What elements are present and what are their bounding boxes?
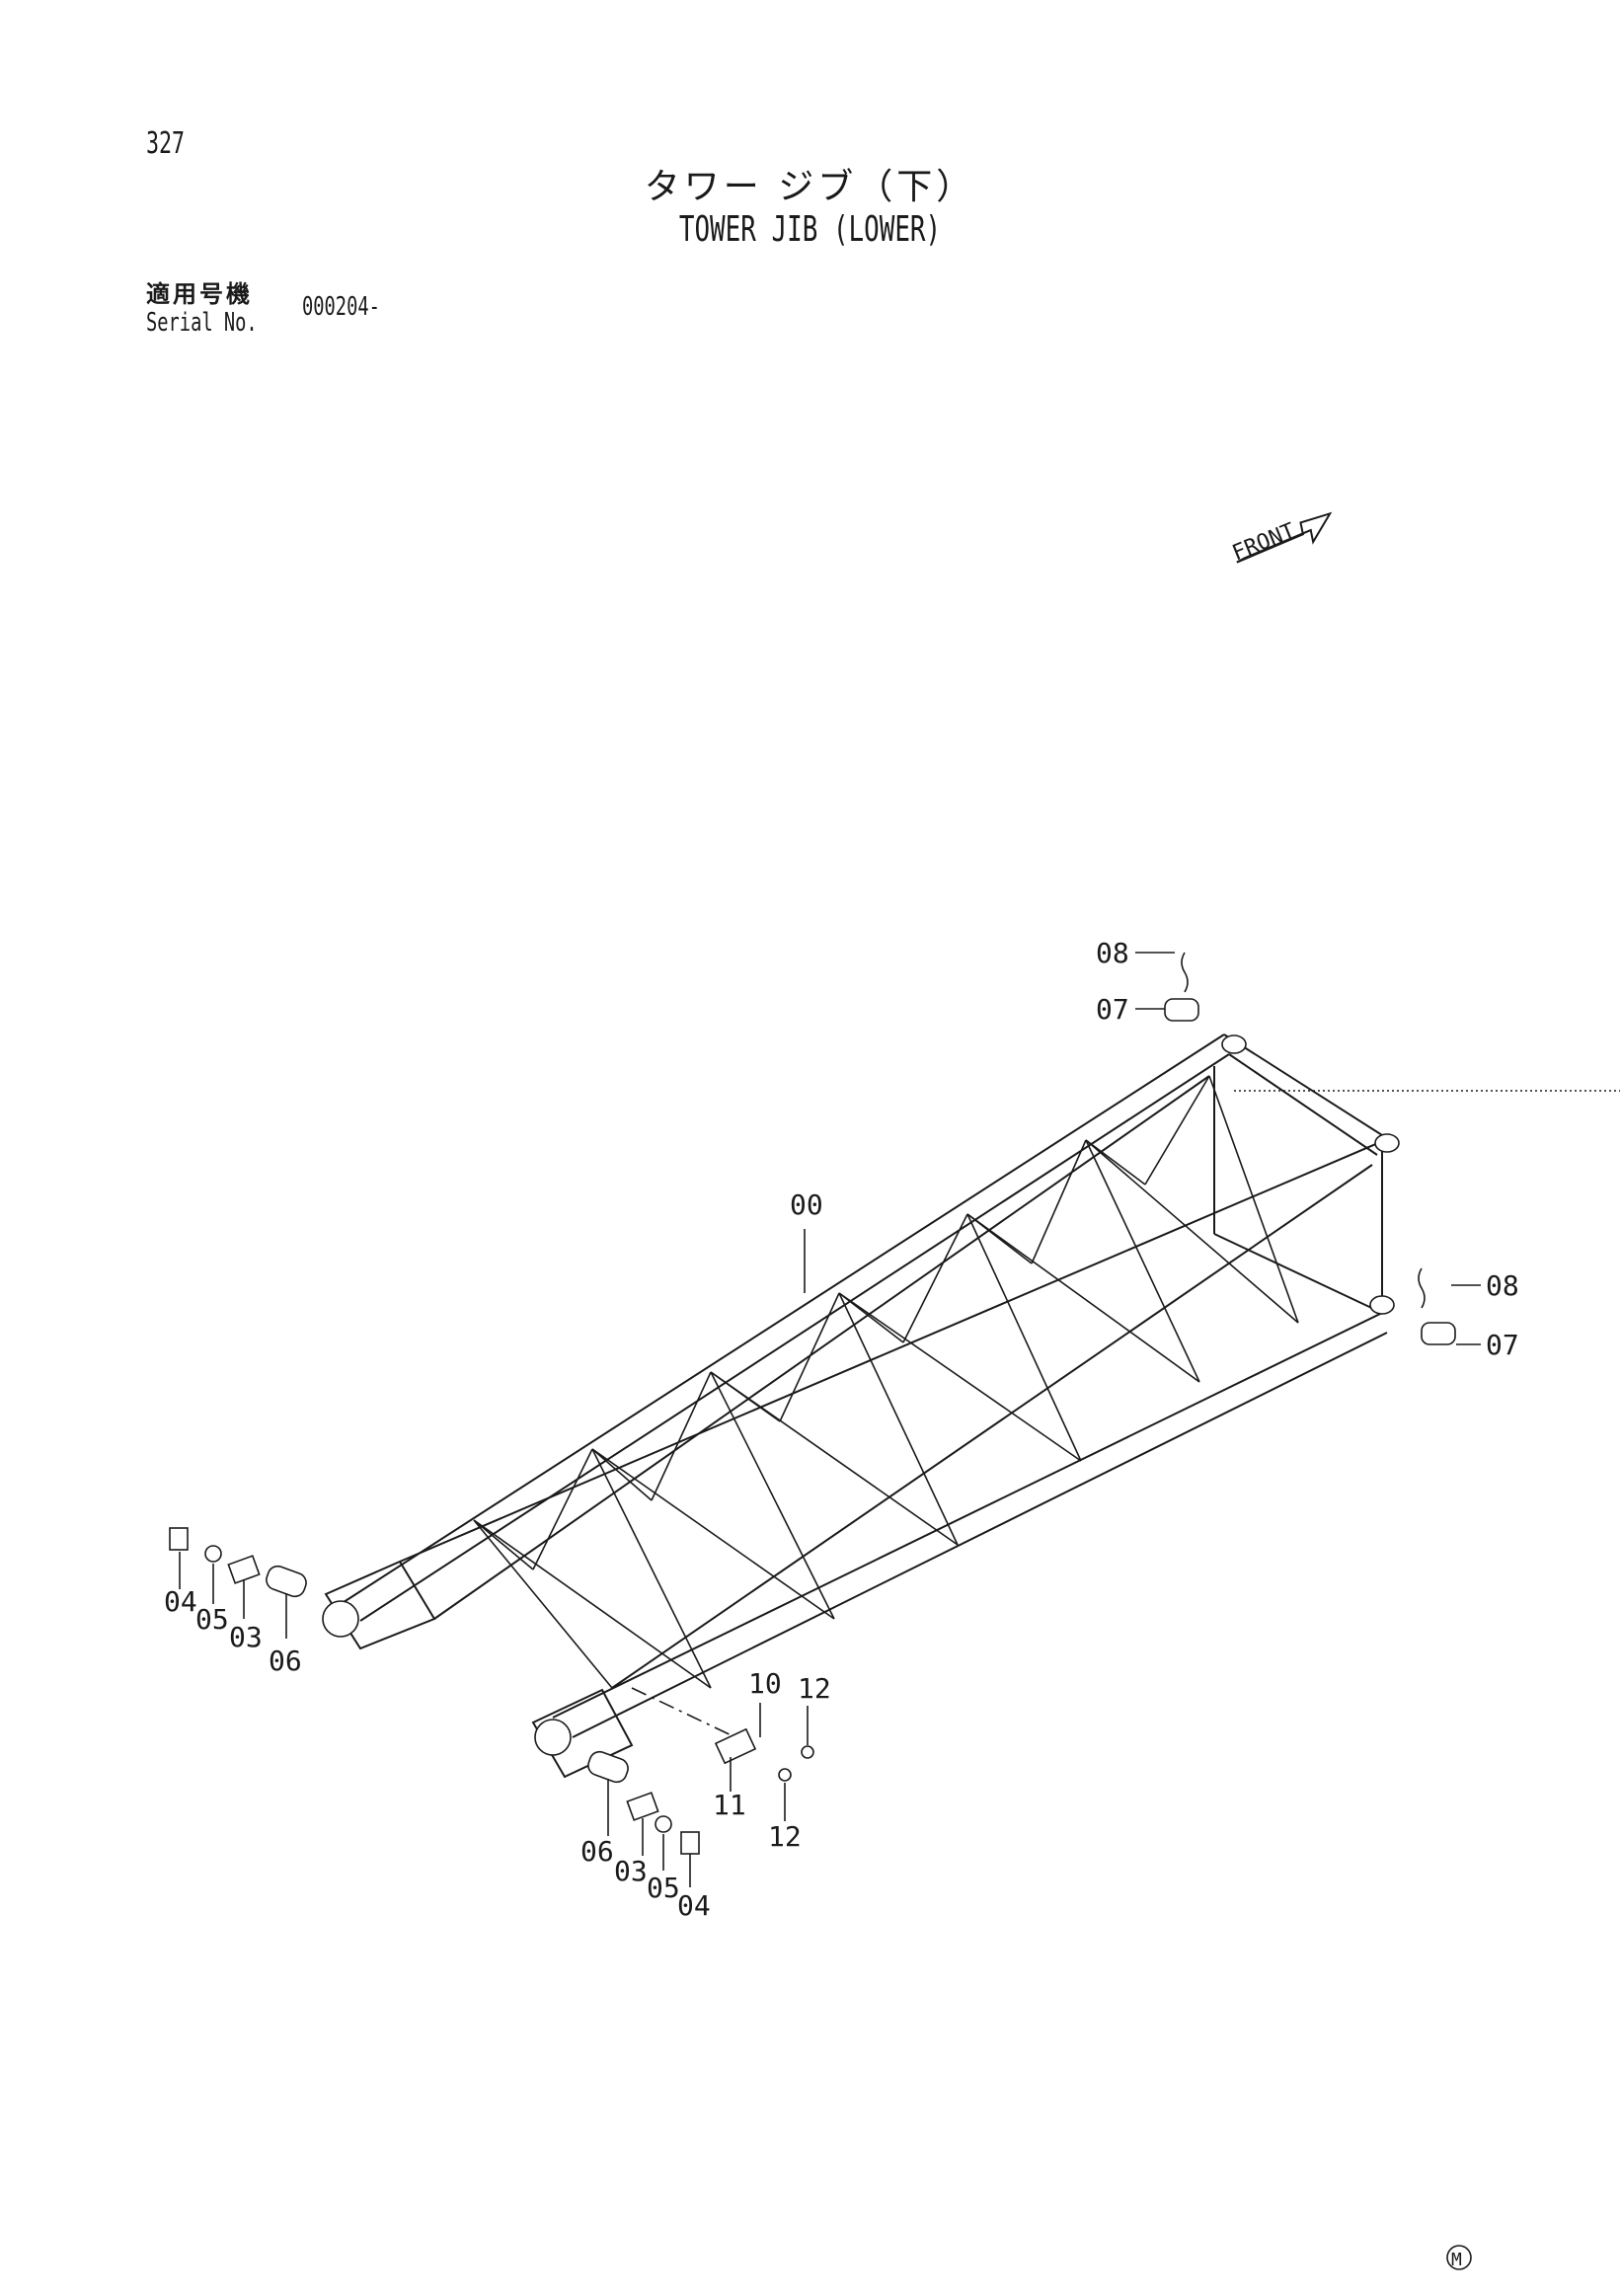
callout-12-lower: 12 xyxy=(768,1820,802,1853)
callout-06-left: 06 xyxy=(269,1645,302,1677)
page-number: 327 xyxy=(146,126,186,161)
callout-08-right: 08 xyxy=(1486,1269,1519,1302)
serial-label-english: Serial No. xyxy=(146,308,258,338)
callout-labels: 08 07 00 08 07 04 05 03 06 10 12 11 12 0… xyxy=(164,937,1519,1922)
callout-07-top: 07 xyxy=(1096,993,1129,1026)
footer-mark-letter: M xyxy=(1451,2250,1462,2270)
callout-00: 00 xyxy=(790,1188,823,1221)
callout-05-bottom: 05 xyxy=(647,1872,680,1904)
pin-set-bottom xyxy=(587,1727,814,1855)
callout-leaders xyxy=(179,952,1481,1887)
footer-mark: M xyxy=(1446,2245,1472,2270)
callout-06-bottom: 06 xyxy=(580,1835,614,1868)
front-label: FRONT xyxy=(1229,519,1299,567)
pin-set-left xyxy=(169,1527,307,1598)
callout-05-left: 05 xyxy=(195,1603,229,1636)
jib-lattice-frame xyxy=(322,1033,1620,1779)
callout-11: 11 xyxy=(713,1789,746,1821)
pin-set-top-right xyxy=(1164,952,1456,1345)
serial-label-japanese: 適用号機 xyxy=(146,280,253,308)
callout-04-bottom: 04 xyxy=(677,1889,711,1922)
callout-10: 10 xyxy=(748,1667,782,1700)
callout-07-right: 07 xyxy=(1486,1329,1519,1361)
callout-12-upper: 12 xyxy=(798,1672,831,1705)
page-title-english: TOWER JIB (LOWER) xyxy=(678,209,942,250)
callout-04-left: 04 xyxy=(164,1585,197,1618)
callout-03-left: 03 xyxy=(229,1621,263,1653)
serial-number-value: 000204- xyxy=(302,292,380,322)
front-direction-arrow: FRONT xyxy=(1229,511,1333,567)
callout-03-bottom: 03 xyxy=(614,1855,648,1887)
callout-08-top: 08 xyxy=(1096,937,1129,969)
page-title-japanese: タワー ジブ（下） xyxy=(644,167,976,207)
